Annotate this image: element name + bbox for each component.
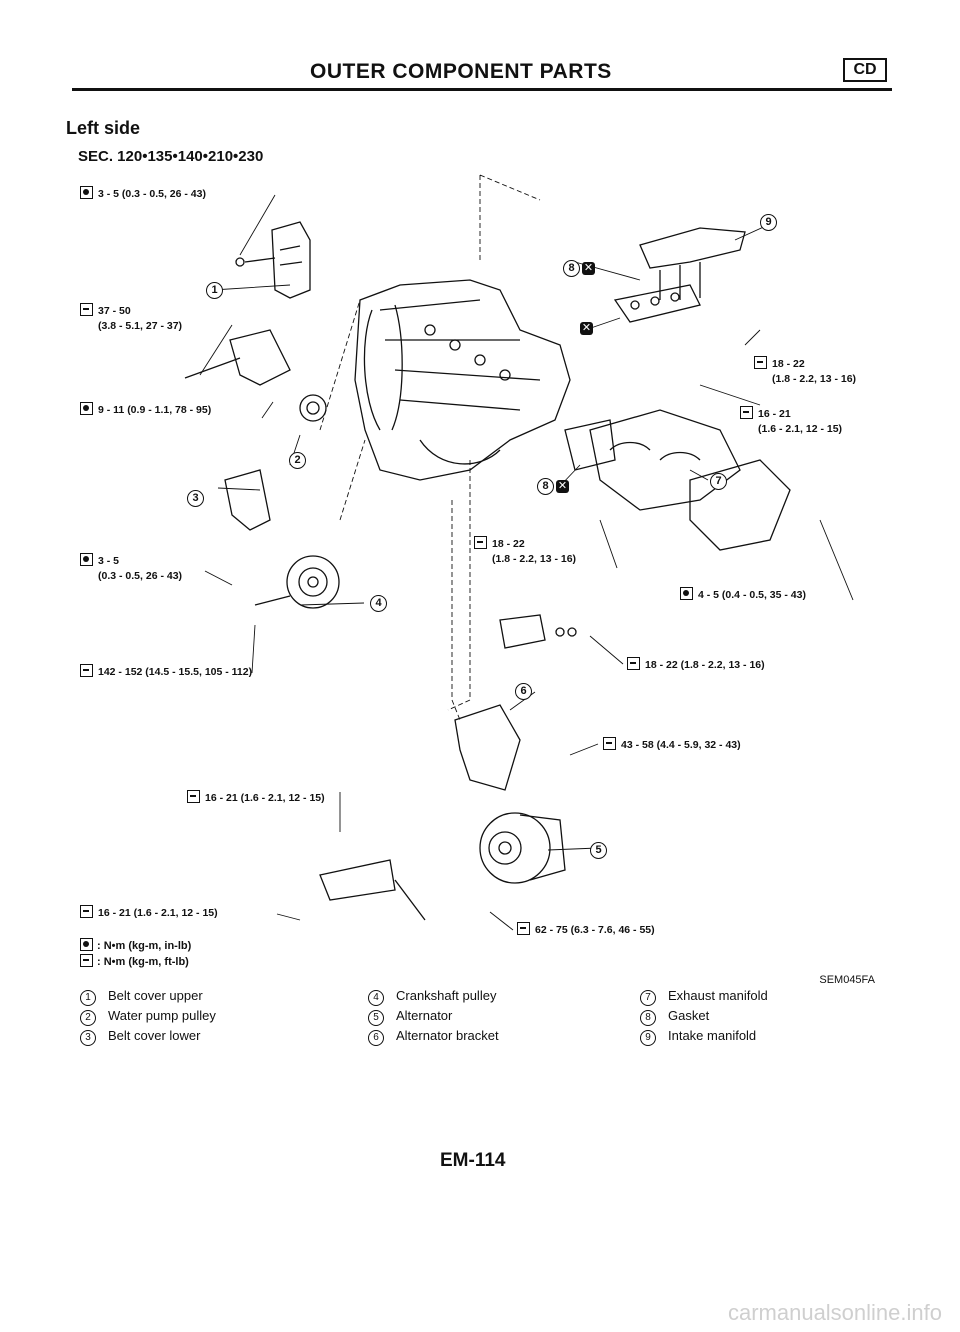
torque-callout: 3 - 5 (0.3 - 0.5, 26 - 43) xyxy=(80,186,206,202)
part-number-9: 9 xyxy=(760,214,777,231)
section-badge: CD xyxy=(843,58,887,82)
watermark: carmanualsonline.info xyxy=(727,1300,942,1325)
part-number-3: 3 xyxy=(187,490,204,507)
replace-mark-icon: ✕ xyxy=(582,262,595,275)
newton-meter-inlb-icon xyxy=(80,553,93,566)
torque-callout: 3 - 5(0.3 - 0.5, 26 - 43) xyxy=(80,553,182,584)
torque-callout: 43 - 58 (4.4 - 5.9, 32 - 43) xyxy=(603,737,741,753)
gasket-upper-drawing xyxy=(613,284,701,323)
engine-block-drawing xyxy=(354,279,571,481)
part-number-7: 7 xyxy=(710,473,727,490)
newton-meter-ftlb-icon xyxy=(80,954,93,967)
torque-callout: 16 - 21(1.6 - 2.1, 12 - 15) xyxy=(740,406,842,437)
torque-callout: 37 - 50(3.8 - 5.1, 27 - 37) xyxy=(80,303,182,334)
part-number-8: 8 xyxy=(537,478,554,495)
torque-callout: 18 - 22 (1.8 - 2.2, 13 - 16) xyxy=(627,657,765,673)
newton-meter-ftlb-icon xyxy=(80,303,93,316)
header-rule xyxy=(72,88,892,91)
replace-mark-icon: ✕ xyxy=(556,480,569,493)
torque-callout: 9 - 11 (0.9 - 1.1, 78 - 95) xyxy=(80,402,211,418)
part-number-1: 1 xyxy=(206,282,223,299)
part-number-5: 5 xyxy=(590,842,607,859)
part-number-2: 2 xyxy=(289,452,306,469)
torque-callout: 18 - 22(1.8 - 2.2, 13 - 16) xyxy=(474,536,576,567)
part-number-8: 8 xyxy=(563,260,580,277)
section-reference: SEC. 120•135•140•210•230 xyxy=(78,148,264,165)
section-title: Left side xyxy=(66,118,141,138)
newton-meter-ftlb-icon xyxy=(187,790,200,803)
alternator-bracket-drawing xyxy=(454,704,521,791)
torque-callout: 16 - 21 (1.6 - 2.1, 12 - 15) xyxy=(187,790,325,806)
page-number: EM-114 xyxy=(440,1150,506,1171)
newton-meter-ftlb-icon xyxy=(754,356,767,369)
water-pump-pulley-drawing xyxy=(299,394,327,422)
timing-belt-drawing xyxy=(363,304,403,431)
newton-meter-inlb-icon xyxy=(80,938,93,951)
belt-cover-lower-drawing xyxy=(224,469,271,531)
unit-legend: : N•m (kg-m, in-lb) : N•m (kg-m, ft-lb) xyxy=(80,938,191,970)
crankshaft-pulley-drawing xyxy=(286,555,340,609)
newton-meter-ftlb-icon xyxy=(80,905,93,918)
tensioner-bracket-drawing xyxy=(229,329,291,386)
belt-cover-upper-drawing xyxy=(271,221,311,299)
newton-meter-ftlb-icon xyxy=(517,922,530,935)
torque-callout: 18 - 22(1.8 - 2.2, 13 - 16) xyxy=(754,356,856,387)
newton-meter-inlb-icon xyxy=(80,402,93,415)
torque-callout: 16 - 21 (1.6 - 2.1, 12 - 15) xyxy=(80,905,218,921)
newton-meter-ftlb-icon xyxy=(603,737,616,750)
newton-meter-ftlb-icon xyxy=(627,657,640,670)
torque-callout: 142 - 152 (14.5 - 15.5, 105 - 112) xyxy=(80,664,252,680)
torque-callout: 62 - 75 (6.3 - 7.6, 46 - 55) xyxy=(517,922,655,938)
page-title: OUTER COMPONENT PARTS xyxy=(310,60,612,83)
intake-manifold-drawing xyxy=(639,227,746,269)
alternator-drawing xyxy=(479,812,551,884)
figure-code: SEM045FA xyxy=(819,974,875,986)
torque-callout: 4 - 5 (0.4 - 0.5, 35 - 43) xyxy=(680,587,806,603)
newton-meter-inlb-icon xyxy=(680,587,693,600)
newton-meter-ftlb-icon xyxy=(740,406,753,419)
part-number-6: 6 xyxy=(515,683,532,700)
newton-meter-ftlb-icon xyxy=(80,664,93,677)
adjusting-bar-drawing xyxy=(319,859,396,901)
replace-mark-icon: ✕ xyxy=(580,322,593,335)
part-number-4: 4 xyxy=(370,595,387,612)
gasket-lower-drawing xyxy=(564,419,616,471)
newton-meter-ftlb-icon xyxy=(474,536,487,549)
newton-meter-inlb-icon xyxy=(80,186,93,199)
